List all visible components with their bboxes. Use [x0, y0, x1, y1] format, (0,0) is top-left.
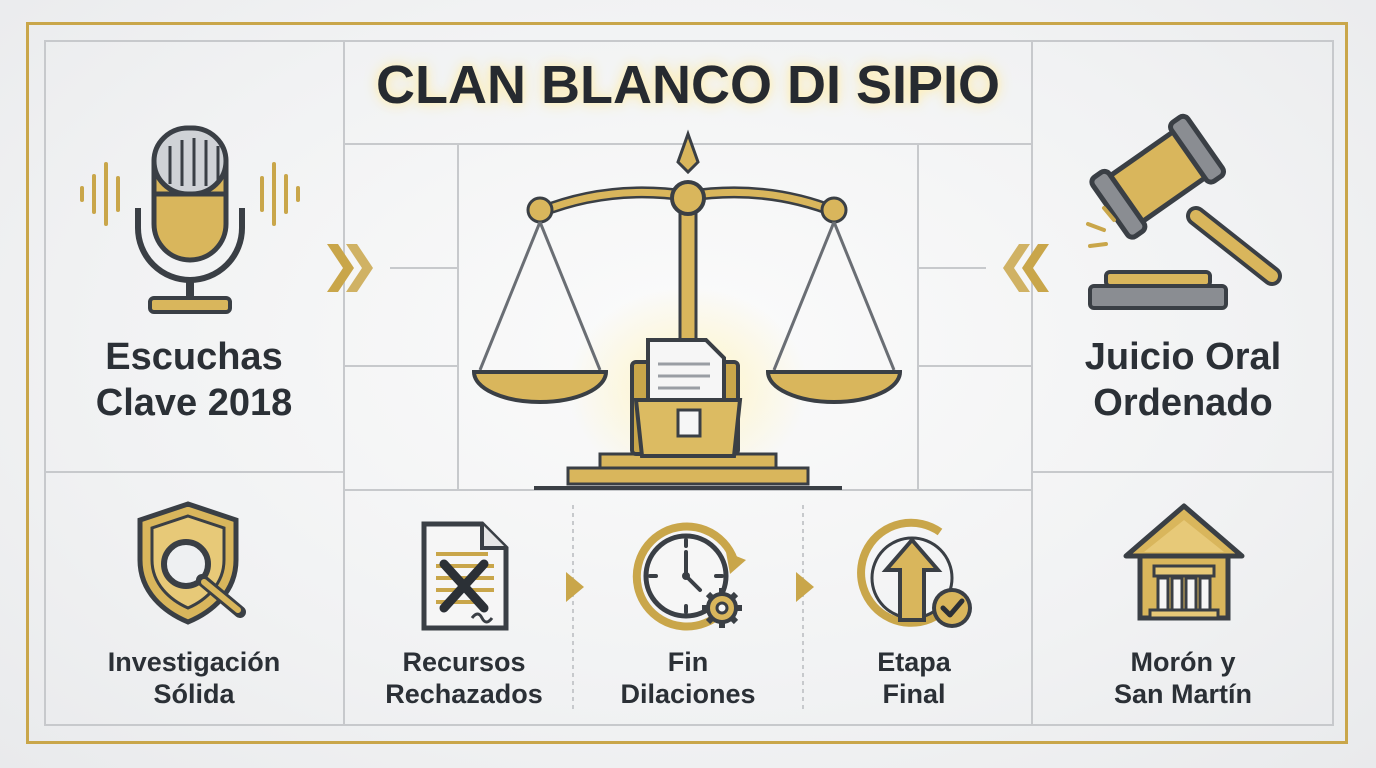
fin-line1: Fin — [667, 647, 709, 677]
panel-recursos-label: Recursos Rechazados — [358, 646, 570, 710]
escuchas-line1: Escuchas — [105, 336, 283, 378]
microphone-icon — [80, 125, 300, 314]
rejected-document-icon — [421, 521, 509, 631]
moron-line1: Morón y — [1130, 647, 1236, 677]
etapa-line1: Etapa — [877, 647, 951, 677]
scales-of-justice-folder-icon — [471, 129, 903, 490]
escuchas-line2: Clave 2018 — [95, 382, 293, 424]
shield-magnifier-icon — [137, 501, 246, 625]
gavel-icon — [1086, 113, 1282, 310]
panel-etapa-label: Etapa Final — [812, 646, 1016, 710]
panel-moron-label: Morón y San Martín — [1032, 646, 1334, 710]
panel-investigacion-label: Investigación Sólida — [44, 646, 344, 710]
courthouse-icon — [1123, 503, 1245, 621]
fin-line2: Dilaciones — [620, 679, 756, 709]
clock-gear-icon — [632, 522, 746, 631]
page-title: CLAN BLANCO DI SIPIO — [375, 55, 1000, 115]
investigacion-line2: Sólida — [153, 679, 235, 709]
moron-line2: San Martín — [1113, 679, 1253, 709]
etapa-line2: Final — [882, 679, 946, 709]
outer-gold-frame — [26, 22, 1348, 744]
inner-grey-frame — [44, 40, 1334, 726]
panel-escuchas-label: Escuchas Clave 2018 — [44, 334, 344, 426]
juicio-line2: Ordenado — [1093, 382, 1273, 424]
arrow-up-check-icon — [857, 518, 972, 628]
recursos-line2: Rechazados — [385, 679, 543, 709]
panel-juicio-label: Juicio Oral Ordenado — [1032, 334, 1334, 426]
recursos-line1: Recursos — [402, 647, 526, 677]
panel-fin-label: Fin Dilaciones — [588, 646, 788, 710]
juicio-line1: Juicio Oral — [1084, 336, 1282, 378]
investigacion-line1: Investigación — [107, 647, 281, 677]
